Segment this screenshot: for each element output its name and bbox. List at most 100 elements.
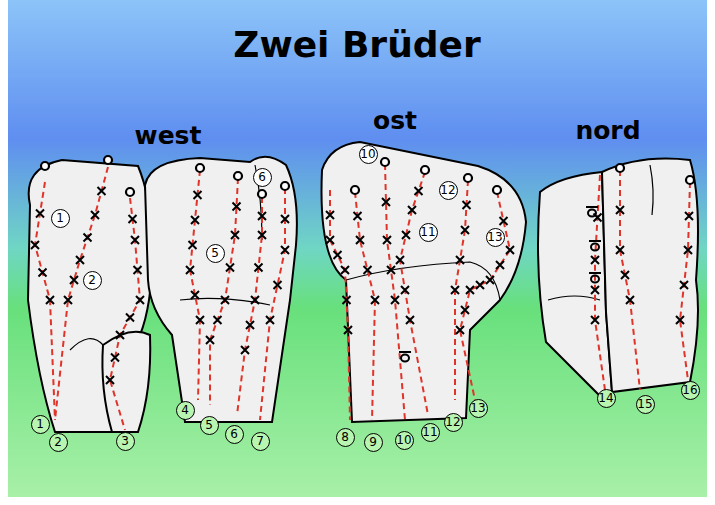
bolt-x	[214, 316, 222, 324]
bolt-x	[500, 217, 508, 225]
lower-ring	[399, 352, 411, 362]
lower-ring	[589, 241, 601, 251]
belay-ring	[421, 166, 429, 174]
bolt-x	[186, 266, 194, 274]
bolt-x	[64, 296, 72, 304]
route-line	[620, 170, 640, 390]
bolt-x	[402, 231, 410, 239]
callout-number: 2	[83, 271, 102, 290]
bolt-x	[189, 241, 197, 249]
bolt-x	[221, 296, 229, 304]
callout-number: 10	[359, 145, 378, 164]
route-line	[110, 198, 140, 430]
climbing-routes	[35, 164, 690, 430]
bolt-x	[616, 246, 624, 254]
belay-ring	[41, 162, 49, 170]
bolt-x	[274, 281, 282, 289]
bolt-x	[76, 256, 84, 264]
bolt-x	[451, 286, 459, 294]
bolt-x	[46, 296, 54, 304]
callout-number: 8	[336, 428, 355, 447]
bolt-x	[387, 266, 395, 274]
bolt-marks	[31, 156, 694, 384]
belay-ring	[493, 186, 501, 194]
route-line	[680, 182, 690, 380]
bolt-x	[258, 212, 266, 220]
bolt-x	[246, 321, 254, 329]
bolt-x	[194, 191, 202, 199]
route-line	[455, 180, 468, 400]
belay-ring	[234, 172, 242, 180]
bolt-x	[476, 281, 484, 289]
bolt-x	[341, 266, 349, 274]
bolt-x	[415, 187, 423, 195]
bolt-x	[36, 210, 44, 218]
bolt-x	[591, 286, 599, 294]
bolt-x	[616, 206, 624, 214]
callout-number: 16	[681, 381, 700, 400]
callout-number: 9	[364, 433, 383, 452]
rock-edges	[70, 165, 653, 350]
bolt-x	[251, 296, 259, 304]
lower-ring	[589, 273, 601, 283]
bolt-x	[206, 336, 214, 344]
bolt-x	[456, 326, 464, 334]
sky-ground	[8, 0, 707, 497]
bolt-x	[456, 256, 464, 264]
bolt-x	[196, 316, 204, 324]
bolt-x	[626, 296, 634, 304]
callout-number: 3	[116, 432, 135, 451]
bolt-x	[258, 231, 266, 239]
belay-ring	[616, 164, 624, 172]
route-line	[355, 192, 375, 420]
bolt-x	[84, 234, 92, 242]
bolt-x	[406, 316, 414, 324]
bolt-x	[266, 316, 274, 324]
belay-ring	[281, 182, 289, 190]
bolt-x	[408, 206, 416, 214]
title: Zwei Brüder	[233, 27, 480, 63]
callout-number: 13	[469, 399, 488, 418]
bolt-x	[241, 346, 249, 354]
bolt-x	[255, 264, 263, 272]
bolt-x	[684, 246, 692, 254]
bolt-x	[371, 296, 379, 304]
bolt-x	[233, 203, 241, 211]
bolt-x	[496, 261, 504, 269]
callout-number: 7	[251, 432, 270, 451]
bolt-x	[191, 291, 199, 299]
bolt-x	[91, 211, 99, 219]
face-label: west	[135, 123, 202, 148]
route-line	[400, 172, 428, 415]
bolt-x	[191, 216, 199, 224]
bolt-x	[461, 226, 469, 234]
bolt-x	[383, 236, 391, 244]
bolt-x	[131, 236, 139, 244]
callout-number: 11	[421, 423, 440, 442]
bolt-x	[364, 266, 372, 274]
bolt-x	[334, 251, 342, 259]
bolt-x	[126, 314, 134, 322]
callout-number: 10	[395, 431, 414, 450]
callout-number: 11	[419, 223, 438, 242]
bolt-x	[396, 256, 404, 264]
route-line	[190, 170, 200, 400]
callout-number: 1	[51, 209, 70, 228]
bolt-x	[506, 246, 514, 254]
bolt-x	[343, 296, 351, 304]
bolt-x	[231, 231, 239, 239]
callout-number: 15	[636, 395, 655, 414]
bolt-x	[591, 256, 599, 264]
bolt-x	[116, 331, 124, 339]
belay-ring	[686, 176, 694, 184]
bolt-x	[226, 264, 234, 272]
route-line	[330, 190, 350, 420]
bolt-x	[134, 266, 142, 274]
belay-ring	[351, 186, 359, 194]
belay-ring	[196, 164, 204, 172]
bolt-x	[676, 316, 684, 324]
bolt-x	[136, 296, 144, 304]
bolt-x	[354, 212, 362, 220]
route-line	[210, 178, 238, 405]
